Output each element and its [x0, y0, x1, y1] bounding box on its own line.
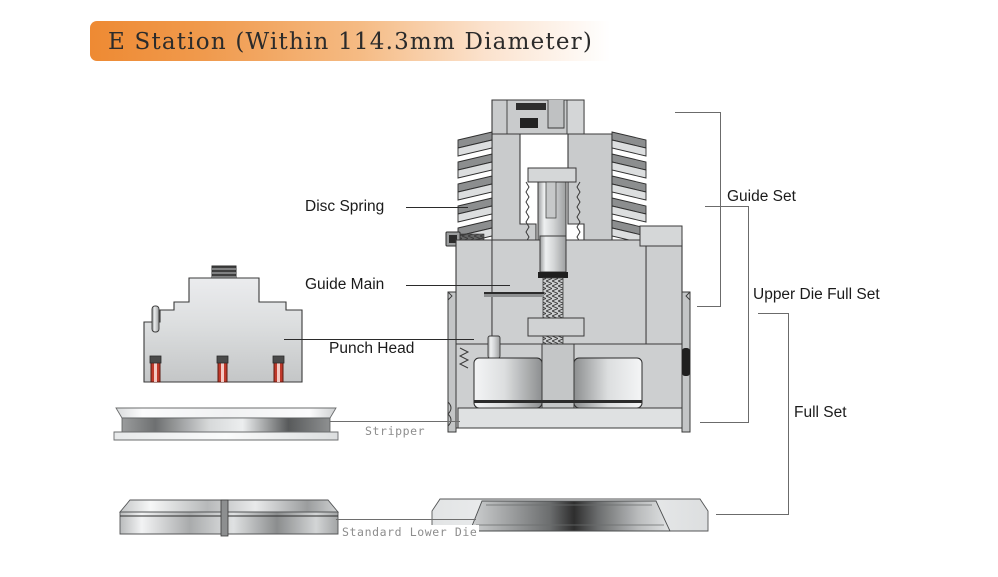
bracket-full-set-vertical [788, 313, 789, 515]
title-banner [90, 21, 610, 61]
label-standard-lower-die: Standard Lower Die [340, 525, 480, 539]
outer-skirt [447, 291, 691, 433]
leader-punch-head [284, 339, 474, 340]
label-guide-main: Guide Main [305, 276, 385, 293]
leader-standard-lower-die [336, 519, 476, 520]
bracket-upper-die-bottom [700, 422, 749, 423]
bracket-guide-set-bottom [697, 306, 721, 307]
lower-die-right-svg [431, 498, 709, 532]
label-punch-head: Punch Head [326, 340, 418, 358]
punch-head-svg [143, 265, 303, 383]
label-stripper: Stripper [362, 424, 429, 438]
label-disc-spring: Disc Spring [305, 198, 385, 215]
key-pin [484, 292, 544, 297]
cross-section-svg [445, 99, 691, 433]
bracket-full-set-top [758, 313, 789, 314]
leader-disc-spring [406, 207, 468, 208]
disc-spring-stack-left [457, 131, 493, 245]
bracket-full-set-bottom [716, 514, 789, 515]
top-cap [491, 99, 585, 135]
bracket-guide-set-vertical [720, 112, 721, 307]
upper-die-cross-section [444, 96, 702, 440]
disc-spring-stack-right [611, 131, 647, 245]
lower-die-right-part [430, 487, 710, 535]
leader-guide-main [406, 285, 510, 286]
standard-lower-die-part [116, 490, 342, 538]
punch-holder [455, 317, 683, 429]
lower-die-left-svg [119, 499, 339, 537]
stripper-ring-part [110, 406, 342, 441]
bracket-label-guide-set: Guide Set [727, 188, 796, 205]
punch-head-part [134, 264, 312, 386]
bracket-upper-die-top [705, 206, 749, 207]
stripper-svg [113, 407, 339, 441]
bracket-guide-set-top [675, 112, 721, 113]
page-title: E Station (Within 114.3mm Diameter) [108, 29, 594, 55]
bracket-label-upper-die-full-set: Upper Die Full Set [753, 286, 880, 303]
leader-stripper [330, 421, 460, 422]
bracket-label-full-set: Full Set [794, 404, 847, 421]
bracket-upper-die-vertical [748, 206, 749, 423]
stripper-pin-group [149, 355, 285, 383]
